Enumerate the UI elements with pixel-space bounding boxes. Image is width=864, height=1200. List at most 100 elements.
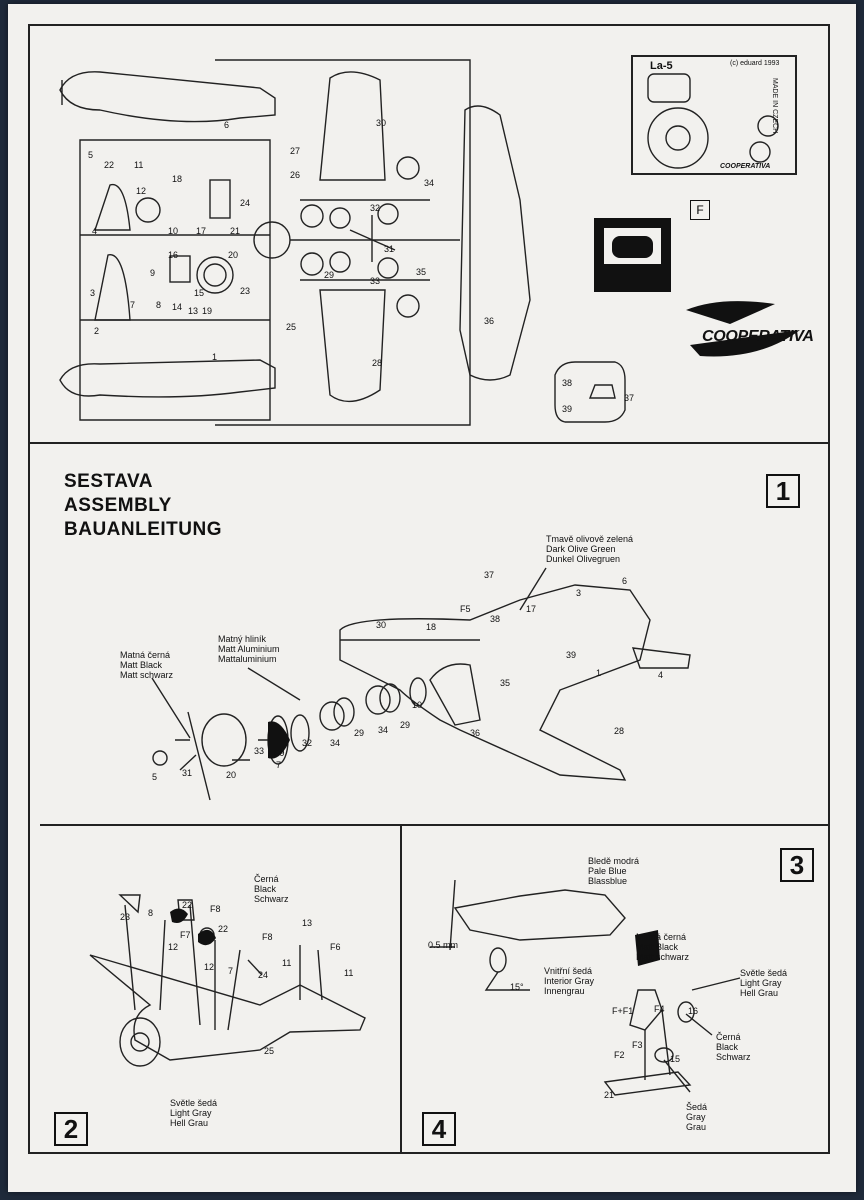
step2-part-13: 13 (302, 918, 313, 928)
sprue-part-3: 3 (90, 288, 96, 298)
step-3-box: 3 (780, 848, 814, 882)
sprue-part-32: 32 (370, 203, 381, 213)
step1-part-29: 29 (354, 728, 365, 738)
step1-part-17: 17 (526, 604, 537, 614)
sprue-part-24: 24 (240, 198, 251, 208)
step1-part-29: 29 (400, 720, 411, 730)
sprue-part-39: 39 (562, 404, 573, 414)
angle-dimension: 15° (510, 982, 524, 992)
sprue-part-22: 22 (104, 160, 115, 170)
step1-part-4: 4 (658, 670, 664, 680)
divider-top (28, 442, 830, 444)
fret-letter: F (690, 200, 710, 220)
sprue-part-23: 23 (240, 286, 251, 296)
step2-part-F8: F8 (262, 932, 273, 942)
step2-part-8: 8 (148, 908, 154, 918)
sprue-part-2: 2 (94, 326, 100, 336)
step1-part-34: 34 (330, 738, 341, 748)
sprue-part-34: 34 (424, 178, 435, 188)
sprue-part-28: 28 (372, 358, 383, 368)
brand-logo-text: COOPERATIVA (702, 328, 814, 345)
step2-part-23: 23 (120, 912, 131, 922)
etch-copyright: (c) eduard 1993 (730, 60, 780, 67)
title-czech: SESTAVA (64, 471, 154, 492)
step2-part-11: 11 (344, 968, 354, 978)
step4-part-F3: F3 (632, 1040, 643, 1050)
sprue-part-17: 17 (196, 226, 207, 236)
gap-dimension: 0.5 mm (428, 940, 459, 950)
sprue-part-7: 7 (130, 300, 136, 310)
step4-part-21: 21 (604, 1090, 615, 1100)
step4-part-F+F1: F+F1 (612, 1006, 634, 1016)
step1-part-32: 32 (302, 738, 313, 748)
step1-part-7: 7 (276, 760, 282, 770)
sprue-part-20: 20 (228, 250, 239, 260)
sprue-part-29: 29 (324, 270, 335, 280)
sprue-part-4: 4 (92, 226, 98, 236)
step1-part-38: 38 (490, 614, 501, 624)
sprue-part-35: 35 (416, 267, 427, 277)
sprue-part-14: 14 (172, 302, 183, 312)
sprue-part-26: 26 (290, 170, 301, 180)
step1-part-37: 37 (484, 570, 495, 580)
step4-part-16: 16 (688, 1006, 699, 1016)
step2-part-F8: F8 (210, 904, 221, 914)
step2-part-25: 25 (264, 1046, 275, 1056)
sheet-frame (28, 24, 830, 1154)
step1-part-39: 39 (566, 650, 577, 660)
step1-part-28: 28 (614, 726, 625, 736)
step1-part-F9: F9 (274, 748, 285, 758)
step2-part-12: 12 (168, 942, 179, 952)
etch-made-in: MADE IN CZECH (771, 78, 778, 134)
step2-part-22: 22 (218, 924, 229, 934)
step1-part-20: 20 (226, 770, 237, 780)
step-1-box: 1 (766, 474, 800, 508)
step2-part-F7: F7 (180, 930, 191, 940)
sprue-part-18: 18 (172, 174, 183, 184)
sprue-part-25: 25 (286, 322, 297, 332)
sprue-part-5: 5 (88, 150, 94, 160)
sprue-part-15: 15 (194, 288, 205, 298)
sprue-part-27: 27 (290, 146, 301, 156)
step-2-box: 2 (54, 1112, 88, 1146)
step1-part-31: 31 (182, 768, 193, 778)
step4-part-F4: F4 (654, 1004, 665, 1014)
step1-part-5: 5 (152, 772, 158, 782)
sprue-part-38: 38 (562, 378, 573, 388)
sprue-part-37: 37 (624, 393, 635, 403)
sprue-part-1: 1 (212, 352, 218, 362)
title-german: BAUANLEITUNG (64, 519, 222, 540)
sprue-part-16: 16 (168, 250, 179, 260)
divider-vertical (400, 824, 402, 1154)
sprue-part-13: 13 (188, 306, 199, 316)
step2-part-12: 12 (204, 962, 215, 972)
etch-model: La-5 (650, 60, 673, 72)
divider-middle (40, 824, 830, 826)
step-4-box: 4 (422, 1112, 456, 1146)
step1-part-34: 34 (378, 725, 389, 735)
step1-part-30: 30 (376, 620, 387, 630)
sprue-part-6: 6 (224, 120, 230, 130)
title-english: ASSEMBLY (64, 495, 172, 516)
step4-part-15: 15 (670, 1054, 681, 1064)
step1-part-10: 10 (412, 700, 423, 710)
step2-part-7: 7 (228, 966, 234, 976)
step2-part-11: 11 (282, 958, 292, 968)
sprue-part-19: 19 (202, 306, 213, 316)
step1-part-1: 1 (596, 668, 602, 678)
step2-part-22: 22 (182, 900, 193, 910)
sprue-part-36: 36 (484, 316, 495, 326)
step2-part-24: 24 (258, 970, 269, 980)
step1-part-33: 33 (254, 746, 265, 756)
